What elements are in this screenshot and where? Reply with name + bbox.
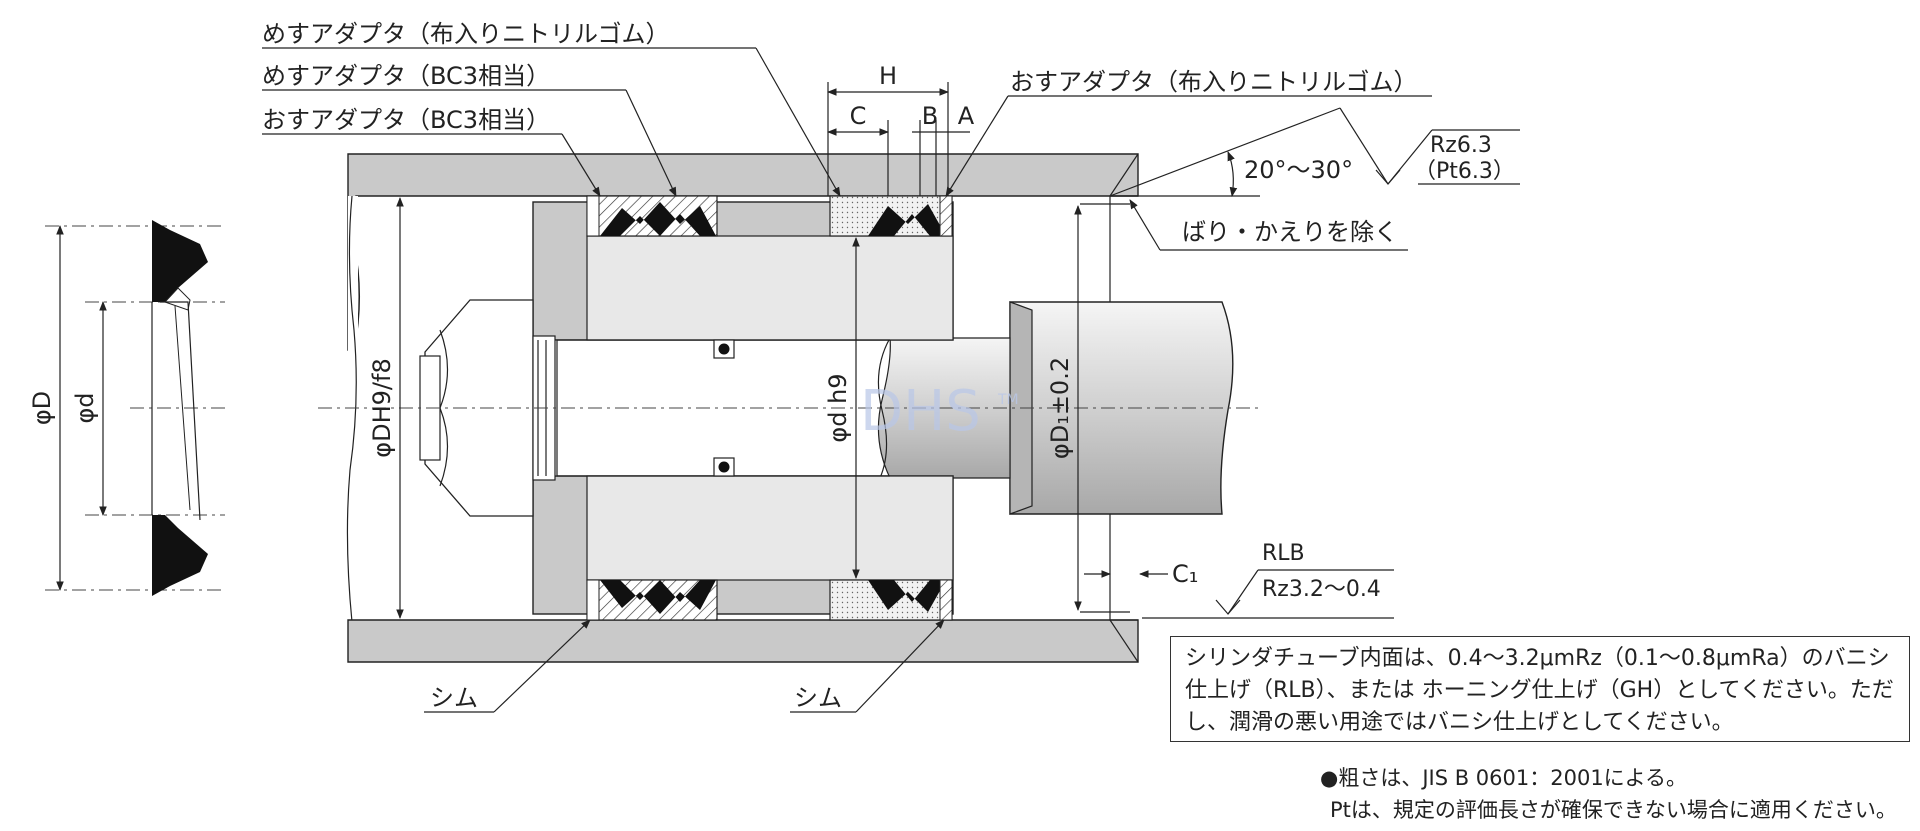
footnote-1: ●粗さは、JIS B 0601：2001による。 [1320,766,1688,790]
seal-pack-left-lower [586,579,718,621]
o-ring-lower [718,461,730,473]
surface-upper-alt: （Pt6.3） [1414,159,1515,184]
surface-symbol-upper [1375,169,1401,185]
surface-upper-value: Rz6.3 [1430,133,1492,158]
angle-line [1109,107,1341,197]
label-shim-right: シム [794,684,842,712]
tube-wall-lower [347,619,1139,663]
deburr-label: ばり・かえりを除く [1182,218,1398,246]
dim-phi-D-label: φD [28,391,56,425]
dim-B-label: B [922,102,938,130]
angle-arc [1227,151,1238,197]
seal-cross-section: φD φd [28,220,230,596]
main-dimensions: H C B A φDH9/f8 φd h9 φD₁±0.2 C₁ 20°～30° [368,62,1520,619]
piston-groove-upper [586,235,954,341]
cylinder-assembly [318,153,1260,663]
dim-A-label: A [958,102,975,130]
seal-pack-right-upper [829,195,953,237]
label-shim-left: シム [430,684,478,712]
footnote-2: Ptは、規定の評価長さが確保できない場合に適用ください。 [1330,798,1897,822]
label-female-adapter-bc3: めすアダプタ（BC3相当） [262,62,550,90]
dim-phi-dh-label: φd h9 [824,373,852,442]
surface-lower-method: RLB [1262,541,1305,566]
note-text: シリンダチューブ内面は、0.4～3.2μmRz（0.1～0.8μmRa）のバニシ… [1185,646,1894,735]
label-female-adapter-rubber: めすアダプタ（布入りニトリルゴム） [262,20,670,48]
surface-finish-note: シリンダチューブ内面は、0.4～3.2μmRz（0.1～0.8μmRa）のバニシ… [1170,636,1910,742]
angle-label: 20°～30° [1244,156,1353,184]
dim-phi-DH-label: φDH9/f8 [368,358,396,457]
surface-lower-value: Rz3.2～0.4 [1262,577,1381,602]
label-male-adapter-rubber: おすアダプタ（布入りニトリルゴム） [1010,68,1418,96]
seal-chevron-lower [152,515,208,596]
watermark: DHS [860,379,981,444]
callouts: めすアダプタ（布入りニトリルゴム） めすアダプタ（BC3相当） おすアダプタ（B… [262,20,1432,713]
piston-groove-lower [586,475,954,581]
dim-chamfer-label: C₁ [1172,560,1198,588]
tube-break-line [346,195,357,623]
dim-phi-d-label: φd [71,392,99,423]
o-ring-upper [718,343,730,355]
seal-pack-left-upper [586,195,718,237]
dim-phi-D1-label: φD₁±0.2 [1046,357,1074,459]
watermark-tm: TM [997,392,1019,408]
seal-body-outline-right [160,301,201,521]
tube-chamfer-upper [1109,153,1139,197]
tube-chamfer-lower [1109,619,1139,663]
seal-chevron-upper [152,220,208,302]
dim-H-label: H [879,62,897,90]
label-male-adapter-bc3: おすアダプタ（BC3相当） [262,106,550,134]
seal-pack-right-lower [829,579,953,621]
dim-C-label: C [850,102,867,130]
